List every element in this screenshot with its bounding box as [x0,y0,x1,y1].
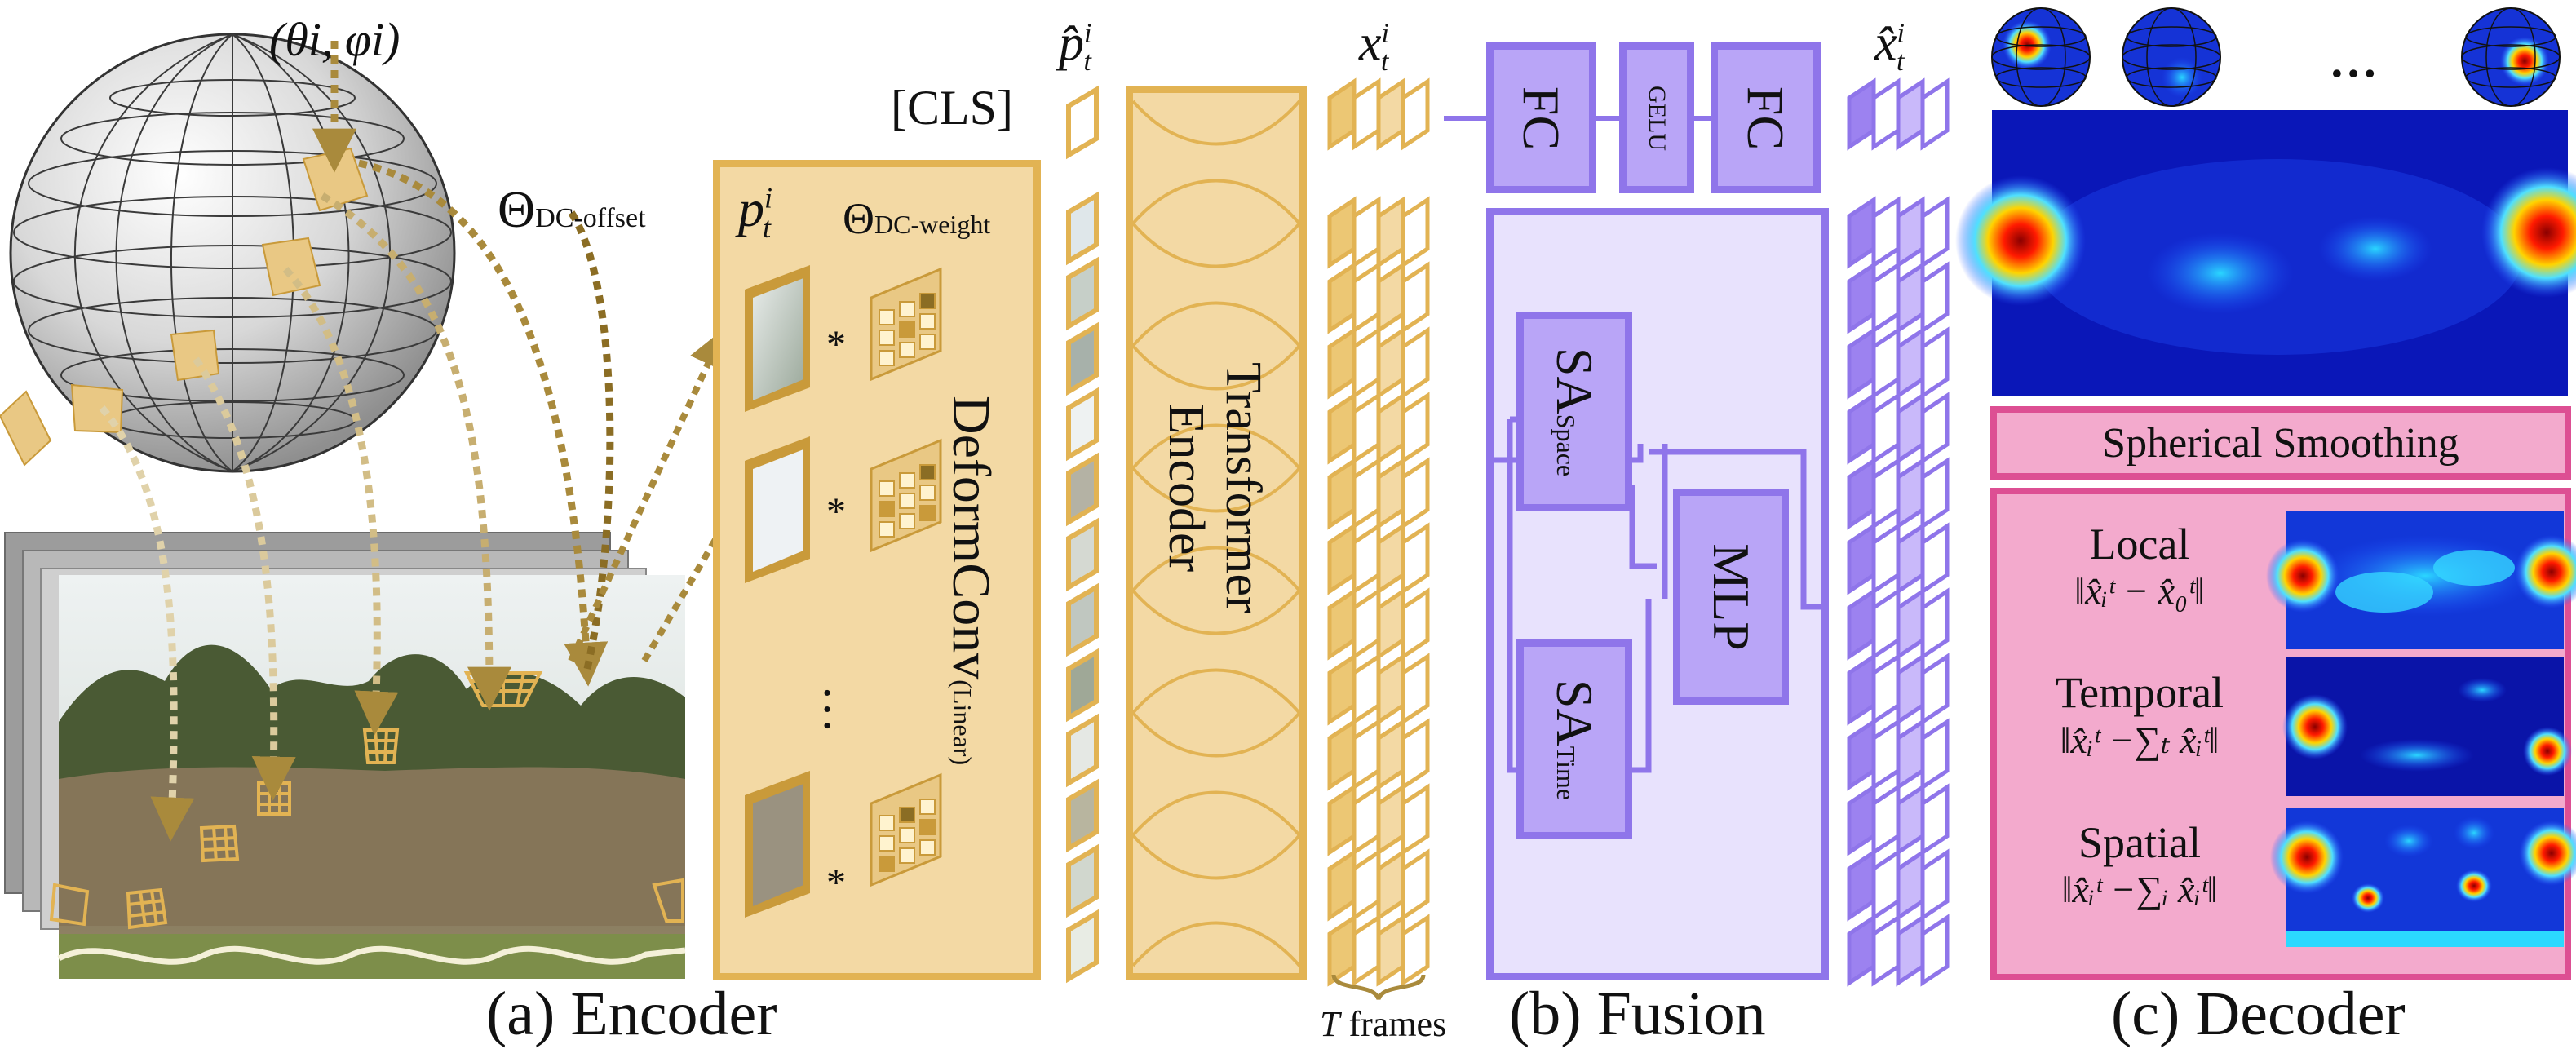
deformconv-text: DeformConv [941,396,1001,680]
p-hat-token-column [1066,85,1099,984]
transformer-encoder-pattern [1131,100,1301,967]
p-hat-sub: t [1083,46,1091,77]
patch-label: pit [738,179,773,245]
sa-space-text: SA [1546,347,1604,414]
deformconv-sub: (Linear) [948,679,977,766]
x-sub: t [1380,46,1389,77]
sphere-coordinate-text: (θi, φi) [269,13,401,66]
conv-operator-1: * [826,323,846,366]
loss-temporal-name: Temporal [2055,668,2224,717]
decoder-caption: (c) Decoder [2111,980,2406,1048]
loss-panel: Local ‖x̂ᵢᵗ − x̂₀ᵗ‖ Temporal ‖x̂ᵢᵗ −∑ₜ x… [1990,488,2576,980]
loss-spatial-name: Spatial [2078,818,2201,867]
transformer-encoder-block: Transformer Encoder [1126,86,1307,980]
saliency-sphere-row [1991,7,2561,107]
loss-local-name: Local [2089,520,2190,569]
transformer-encoder-label: Transformer Encoder [1157,362,1288,770]
p-hat-label: p̂it [1059,15,1091,77]
x-token-stack [1327,77,1430,987]
sphere-coordinate-label: (θi, φi) [269,12,400,67]
sa-time-sub: Time [1551,746,1581,800]
loss-temporal-label: Temporal ‖x̂ᵢᵗ −∑ₜ x̂ᵢᵗ‖ [2005,667,2274,762]
fc-box-1: FC [1486,42,1596,193]
saliency-heatmap-main [1955,110,2576,396]
encoder-caption: (a) Encoder [486,980,777,1048]
frames-text: frames [1348,1004,1447,1044]
x-hat-label: x̂it [1874,15,1905,77]
patch-and-kernel-stack [745,265,942,918]
mlp-label: MLP [1702,542,1760,651]
transformer-label-line2: Encoder [1158,403,1214,573]
frames-var: T [1320,1004,1340,1044]
loss-local-label: Local ‖x̂ᵢᵗ − x̂₀ᵗ‖ [2005,519,2274,613]
theta-dc-weight-symbol: Θ [843,194,874,243]
panorama-frame [49,575,686,979]
patch-label-base: p [738,179,764,237]
conv-operator-3: * [826,861,846,905]
theta-dc-offset-label: ΘDC-offset [498,179,646,240]
loss-heatmap-temporal [2282,657,2572,796]
patch-label-sup: i [764,181,773,215]
frames-label: T frames [1320,1003,1446,1045]
loss-spatial-label: Spatial ‖x̂ᵢᵗ −∑ᵢ x̂ᵢᵗ‖ [2005,817,2274,911]
fc-connectors [1444,116,1713,121]
loss-spatial-formula: ‖x̂ᵢᵗ −∑ᵢ x̂ᵢᵗ‖ [2061,869,2218,910]
theta-dc-offset-sub: DC-offset [535,203,646,233]
sa-space-box: SASpace [1516,312,1632,511]
theta-dc-weight-label: ΘDC-weight [843,193,990,244]
x-hat-sub: t [1896,46,1905,77]
transformer-label-line1: Transformer [1215,362,1271,613]
patch-label-sub: t [763,210,772,244]
loss-temporal-formula: ‖x̂ᵢᵗ −∑ₜ x̂ᵢᵗ‖ [2060,719,2220,761]
loss-heatmap-spatial [2270,808,2576,947]
p-hat-base: p̂ [1059,15,1084,71]
loss-heatmap-local [2266,511,2576,649]
x-hat-base: x̂ [1874,15,1897,71]
loss-local-formula: ‖x̂ᵢᵗ − x̂₀ᵗ‖ [2074,570,2205,612]
x-hat-token-stack [1847,77,1950,987]
x-label: xit [1359,15,1389,77]
ellipsis-vertical: … [814,684,869,734]
p-hat-sup: i [1084,18,1092,49]
sa-time-box: SATime [1516,639,1632,839]
sa-space-sub: Space [1551,414,1581,476]
x-sup: i [1381,18,1389,49]
theta-symbol: Θ [498,180,536,238]
fc-box-2: FC [1711,42,1821,193]
sphere-diagram [0,33,791,842]
deformconv-label: DeformConv(Linear) [941,396,1038,885]
sphere-ellipsis: … [2329,33,2378,87]
mlp-box: MLP [1673,489,1789,705]
spherical-smoothing-label: Spherical Smoothing [2102,419,2459,467]
fusion-caption: (b) Fusion [1509,980,1766,1048]
sa-time-text: SA [1546,679,1604,746]
x-base: x [1359,15,1382,71]
theta-dc-weight-sub: DC-weight [874,210,991,239]
spherical-smoothing-box: Spherical Smoothing [1990,406,2571,480]
sa-time-label: SATime [1544,679,1604,799]
deformconv-box: pit ΘDC-weight [713,160,1041,980]
x-hat-sup: i [1897,18,1905,49]
cls-label: [CLS] [891,81,1013,135]
sa-space-label: SASpace [1544,347,1604,476]
conv-operator-2: * [826,490,846,533]
gelu-box: GELU [1619,42,1694,193]
fusion-block: SASpace MLP SATime [1486,208,1829,980]
frames-brace [1331,974,1426,1001]
